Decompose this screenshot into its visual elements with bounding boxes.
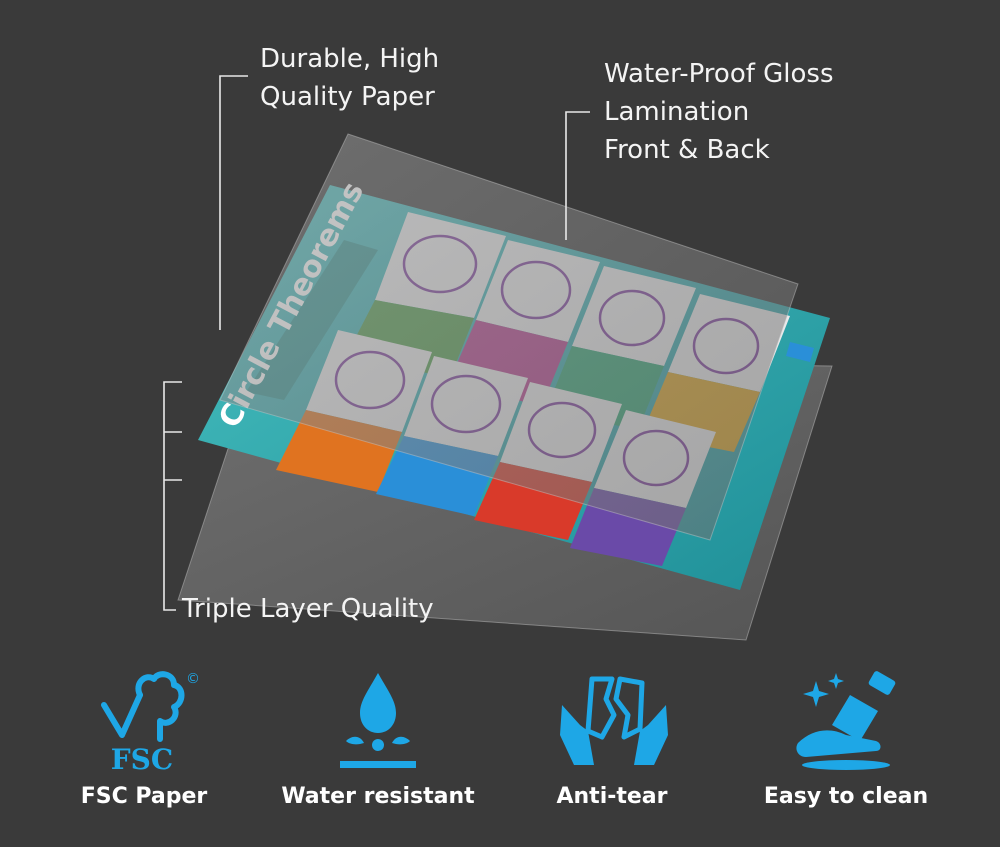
leader-line-paper: [219, 75, 248, 330]
cleaning-spray-icon: [796, 671, 896, 770]
callout-layers-text: Triple Layer Quality: [182, 594, 434, 624]
fsc-copyright-mark: ©: [186, 671, 200, 687]
fsc-feature: © FSC: [42, 665, 242, 775]
water-resistant-label: Water resistant: [281, 784, 475, 809]
fsc-paper-label: FSC Paper: [80, 784, 208, 809]
callout-lamination: Water-Proof Gloss Lamination Front & Bac…: [604, 55, 834, 169]
torn-paper-hands-icon: [560, 676, 668, 765]
front-laminate-layer: [219, 133, 799, 541]
leader-line-lamination: [565, 111, 590, 240]
fsc-tree-icon: © FSC: [101, 671, 200, 775]
callout-layers: Triple Layer Quality: [182, 590, 434, 628]
water-drop-icon: [340, 673, 416, 768]
layer-bracket: [163, 381, 182, 611]
anti-tear-label: Anti-tear: [556, 784, 668, 809]
callout-paper: Durable, High Quality Paper: [260, 40, 439, 116]
callout-paper-line-2: Quality Paper: [260, 82, 435, 112]
anti-tear-feature: [514, 665, 714, 775]
callout-lamination-line-2: Lamination: [604, 97, 750, 127]
fsc-mark: FSC: [111, 743, 173, 775]
callout-lamination-line-1: Water-Proof Gloss: [604, 59, 834, 89]
easy-to-clean-label: Easy to clean: [763, 784, 929, 809]
brand-badge: [786, 342, 814, 362]
callout-paper-line-1: Durable, High: [260, 44, 440, 74]
water-feature: [278, 665, 478, 775]
clean-feature: [746, 665, 946, 775]
callout-lamination-line-3: Front & Back: [604, 135, 770, 165]
